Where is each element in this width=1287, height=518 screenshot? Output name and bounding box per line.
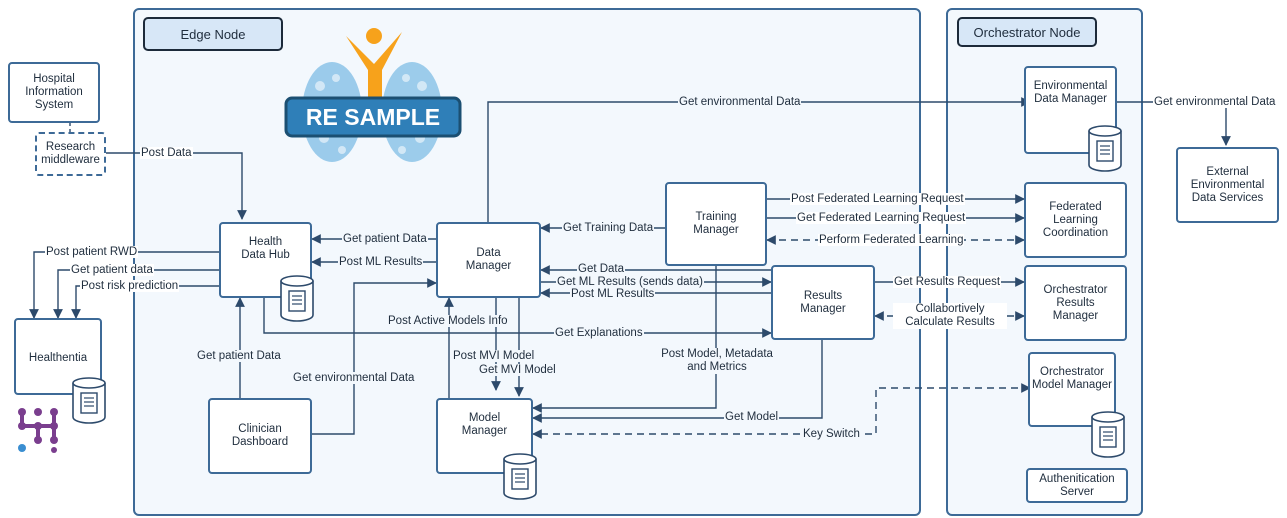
external-environmental-data-services-label: External Environmental Data Services — [1190, 165, 1265, 204]
environmental-data-manager-label: Environmental Data Manager — [1033, 80, 1108, 105]
logo-text: RE SAMPLE — [306, 104, 440, 130]
orchestrator-model-manager-label: Orchestrator Model Manager — [1032, 366, 1112, 391]
get-patient-data-hh-line — [53, 269, 219, 319]
person-figure — [346, 28, 402, 98]
post-ml-results-rm-label: Post ML Results — [570, 288, 656, 300]
key-switch-line — [532, 383, 1031, 439]
environmental-data-manager-database-icon — [1088, 125, 1122, 172]
authentication-server-label: Authenitication Server — [1039, 472, 1115, 498]
edge-node-tag: Edge Node — [143, 17, 283, 51]
post-ml-results-dm-label: Post ML Results — [338, 256, 424, 268]
post-patient-rwd-label: Post patient RWD — [45, 246, 139, 258]
orchestrator-results-manager-box[interactable]: Orchestrator Results Manager — [1024, 265, 1127, 341]
healthentia-database-icon — [72, 377, 106, 424]
orchestrator-results-manager-label: Orchestrator Results Manager — [1043, 283, 1108, 322]
clinician-dashboard-box[interactable]: Clinician Dashboard — [208, 398, 312, 474]
get-ml-results-label: Get ML Results (sends data) — [556, 276, 704, 288]
external-environmental-data-services-box[interactable]: External Environmental Data Services — [1176, 147, 1279, 223]
get-mvi-model-label: Get MVI Model — [478, 364, 557, 376]
get-explanations-label: Get Explanations — [554, 327, 644, 339]
hospital-information-system-label: Hospital Information System — [25, 73, 83, 111]
get-environmental-data-cd-line — [312, 278, 437, 435]
collab-calc-label: Collabortively Calculate Results — [893, 303, 1007, 329]
get-environmental-data-cd-label: Get environmental Data — [292, 372, 416, 384]
results-manager-label: Results Manager — [800, 289, 846, 315]
research-middleware-box[interactable]: Research middleware — [35, 132, 106, 176]
post-fl-request-label: Post Federated Learning Request — [790, 193, 965, 205]
healthentia-label: Healthentia — [28, 352, 88, 364]
hospital-information-system-box[interactable]: Hospital Information System — [8, 62, 100, 123]
get-patient-data-cd-label: Get patient Data — [196, 350, 282, 362]
get-results-request-label: Get Results Request — [893, 276, 1002, 288]
health-data-hub-database-icon — [280, 275, 314, 322]
get-model-label: Get Model — [724, 411, 780, 423]
get-explanations-line — [263, 298, 772, 338]
get-environmental-data-ext-label: Get environmental Data — [1153, 96, 1277, 108]
post-data-line — [106, 152, 247, 220]
authentication-server-box[interactable]: Authenitication Server — [1026, 468, 1128, 503]
post-risk-prediction-label: Post risk prediction — [80, 280, 180, 292]
post-active-models-info-label: Post Active Models Info — [387, 315, 509, 327]
data-manager-box[interactable]: Data Manager — [436, 222, 541, 298]
get-environmental-data-ext-line — [1117, 101, 1231, 146]
orchestrator-model-manager-database-icon — [1091, 411, 1125, 458]
post-model-metadata-label: Post Model, Metadata and Metrics — [653, 348, 781, 374]
post-mvi-model-label: Post MVI Model — [452, 350, 536, 362]
results-manager-box[interactable]: Results Manager — [771, 265, 875, 340]
perform-fl-label: Perform Federated Learning — [818, 234, 965, 246]
research-middleware-label: Research middleware — [41, 141, 100, 166]
post-data-label: Post Data — [140, 147, 193, 159]
get-patient-data-dm-label: Get patient Data — [342, 233, 428, 245]
get-environmental-data-top-line — [487, 97, 1031, 222]
healthentia-logo-icon — [18, 408, 58, 453]
federated-learning-coordination-label: Federated Learning Coordination — [1042, 200, 1109, 239]
orchestrator-node-tag: Orchestrator Node — [957, 17, 1097, 47]
get-fl-request-label: Get Federated Learning Request — [796, 212, 967, 224]
federated-learning-coordination-box[interactable]: Federated Learning Coordination — [1024, 182, 1127, 258]
get-patient-data-hh-label: Get patient data — [70, 264, 154, 276]
key-switch-label: Key Switch — [802, 428, 861, 440]
training-manager-label: Training Manager — [693, 211, 739, 236]
logo-banner — [284, 96, 462, 138]
get-training-data-label: Get Training Data — [562, 222, 655, 234]
get-data-label: Get Data — [577, 263, 626, 275]
post-patient-rwd-line — [29, 251, 219, 319]
clinician-dashboard-label: Clinician Dashboard — [231, 423, 289, 448]
get-environmental-data-top-label: Get environmental Data — [678, 96, 802, 108]
model-manager-database-icon — [503, 453, 537, 500]
training-manager-box[interactable]: Training Manager — [665, 182, 767, 266]
data-manager-label: Data Manager — [465, 247, 512, 272]
health-data-hub-label: Health Data Hub — [241, 236, 290, 261]
resample-logo: RE SAMPLE — [284, 28, 462, 162]
model-manager-label: Model Manager — [461, 412, 508, 437]
